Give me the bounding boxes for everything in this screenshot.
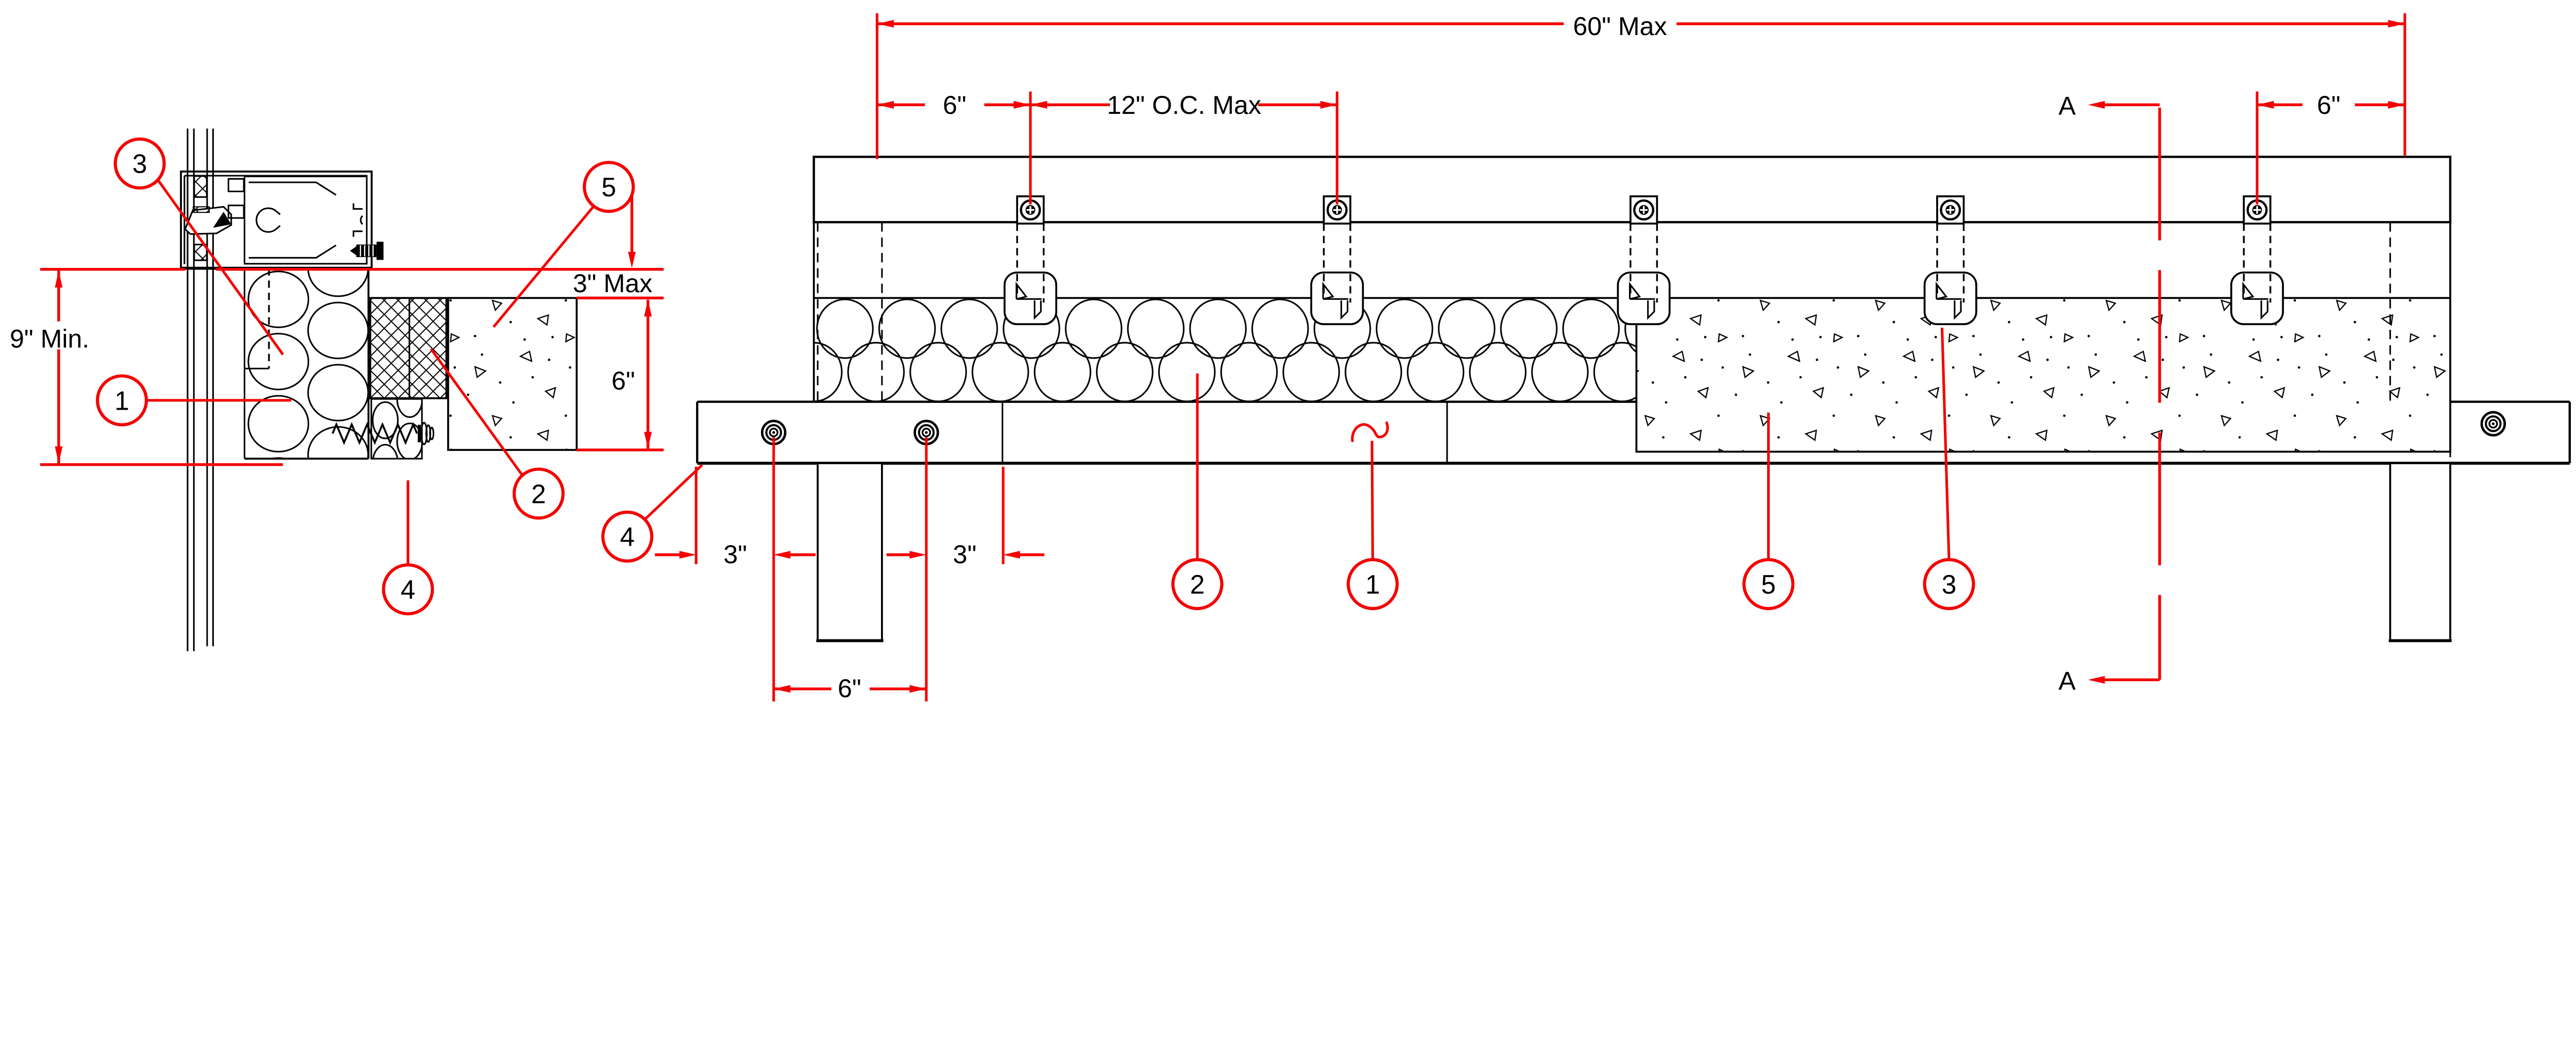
dim-offset-top-right: 6" [2257,91,2405,120]
glazing-gasket [193,175,208,198]
callout-left-1: 1 [96,374,292,427]
section-label-top: A [2058,91,2076,120]
dim-max-gap-label: 3" Max [573,269,652,298]
callout-label: 1 [1365,569,1380,599]
annotations: 9" Min. 3" Max 6" 60" Max [10,12,2406,703]
batt-insulation-column [244,268,370,460]
callout-label: 4 [401,575,416,604]
callout-right-5: 5 [1742,412,1795,611]
callout-label: 3 [1942,569,1957,599]
spike-fastener [331,421,434,445]
spiral-anchor-3 [2482,412,2505,435]
callout-left-2: 2 [430,348,565,520]
wood-blocking-hatched [369,297,448,399]
dim-edge-left-label: 3" [723,540,747,569]
dim-depth-left-label: 6" [612,366,635,395]
section-line-a: A A [2058,91,2161,695]
callout-left-4: 4 [382,480,434,616]
dim-oc-spacing-label: 12" O.C. Max [1107,91,1261,120]
callout-right-1: 1 [1346,441,1399,611]
window-frame-extrusion [180,171,384,270]
plan-section [696,156,2571,643]
stud-right [2388,462,2452,643]
callout-right-2: 2 [1171,373,1224,611]
frame-profile-body [227,175,368,265]
callout-left-3: 3 [113,137,284,356]
section-label-bottom: A [2058,666,2076,695]
dim-span-label: 60" Max [1573,12,1667,41]
dim-edge-right-label: 3" [953,540,977,569]
glazing-gasket [193,244,208,261]
dim-offset-top-left: 6" [877,91,1031,120]
callout-label: 3 [132,149,147,179]
attachment-bolt [350,242,384,260]
callout-label: 2 [1190,569,1205,599]
callout-right-4: 4 [601,464,703,563]
technical-drawing: 9" Min. 3" Max 6" 60" Max [9,11,2571,703]
dim-edge-left: 3" [655,466,816,569]
callout-label: 5 [601,172,616,202]
dim-offset-top-right-label: 6" [2317,91,2341,120]
callout-label: 5 [1761,569,1776,599]
callout-label: 1 [114,385,129,415]
dim-max-gap: 3" Max [573,195,652,298]
dim-min-height-label: 9" Min. [10,325,89,353]
callout-label: 4 [620,522,635,552]
dim-spacing-bottom-label: 6" [838,674,861,703]
concrete-block-left [447,297,578,451]
dim-edge-right: 3" [886,466,1045,569]
concrete-panel [1635,297,2451,453]
window-head-detail [180,128,578,651]
dim-oc-spacing: 12" O.C. Max [1030,91,1337,120]
dim-offset-top-left-label: 6" [943,91,967,120]
stud-left [816,462,884,643]
dim-span: 60" Max [875,12,2406,159]
callout-label: 2 [531,479,546,509]
callout-left-5: 5 [493,161,635,328]
dim-min-height: 9" Min. [10,271,89,463]
dim-depth-left: 6" [612,299,652,449]
batt-insulation-band [814,298,1637,402]
membrane-squiggle [1351,421,1389,443]
glazing-clamp [184,206,232,235]
dim-spacing-bottom: 6" [772,437,928,703]
callout-right-3: 3 [1923,327,1975,611]
furring-plate [696,400,2571,465]
drawing-page: 9" Min. 3" Max 6" 60" Max [9,11,2571,703]
